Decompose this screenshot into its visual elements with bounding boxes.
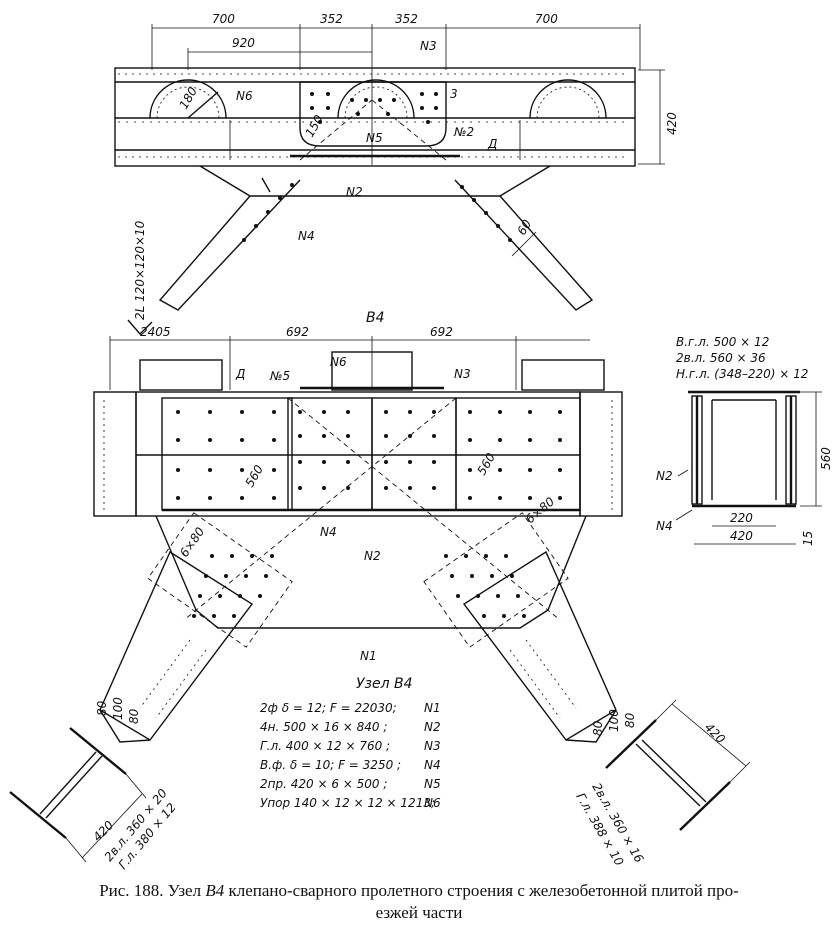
caption-line-2: езжей части [375,903,463,922]
top-side-profile: 2L 120×120×10 [133,220,147,320]
mid-label-n6: N6 [330,355,347,369]
mid-label-n2: N2 [364,549,381,563]
left-brace-section: 420 2в.л. 360 × 20 Г.л. 380 × 12 [9,727,179,872]
section-line-2: 2в.л. 560 × 36 [676,351,766,365]
top-rivet-group [310,92,438,124]
spec-table: Узел В4 2ф δ = 12; F = 22030; N1 4н. 500… [260,676,441,810]
mid-dim-100b: 100 [607,709,621,732]
spec-row-2-desc: 4н. 500 × 16 × 840 ; [260,720,387,734]
top-label-n5: N5 [366,131,383,145]
mid-label-n4: N4 [320,525,337,539]
mid-dim-80b: 80 [127,708,141,724]
top-dim-60: 60 [514,217,534,238]
section-dim-220: 220 [730,511,753,525]
top-label-n6: N6 [236,89,253,103]
section-line-3: Н.г.л. (348–220) × 12 [676,367,808,381]
section-dim-560: 560 [819,447,833,470]
node-title-b4: B4 [366,310,385,326]
engineering-drawing: 700 352 352 700 920 420 [9,12,833,872]
section-dim-15: 15 [801,531,815,546]
top-label-n4: N4 [298,229,315,243]
mid-dim-692-left: 692 [286,325,309,339]
right-brace-dim-420: 420 [702,720,728,746]
spec-row-1-mark: N1 [424,701,441,715]
spec-row-4-mark: N4 [424,758,441,772]
section-label-n4: N4 [656,519,673,533]
spec-row-4-desc: В.ф. δ = 10; F = 3250 ; [260,758,401,772]
caption-prefix: Рис. 188. Узел [99,881,206,900]
figure-caption: Рис. 188. Узел В4 клепано-сварного проле… [0,880,838,924]
section-dim-420: 420 [730,529,753,543]
top-label-3: 3 [450,87,458,101]
top-dim-700-right: 700 [535,12,558,26]
mid-label-n3: N3 [454,367,471,381]
mid-dim-100a: 100 [111,697,125,720]
mid-dim-2405: 2405 [140,325,171,339]
mid-label-no5: №5 [269,369,290,383]
mid-dim-80c: 80 [591,720,605,736]
spec-title: Узел В4 [356,676,413,692]
top-view: 700 352 352 700 920 420 [114,12,679,336]
spec-row-3-mark: N3 [424,739,441,753]
mid-label-d: Д [235,367,245,381]
mid-dim-80a: 80 [95,700,109,716]
cross-section: В.г.л. 500 × 12 2в.л. 560 × 36 Н.г.л. (3… [656,335,833,546]
brace-end-mark [127,319,153,336]
top-dim-420: 420 [665,112,679,135]
top-label-n2: N2 [346,185,363,199]
mid-rivet-group [176,410,562,500]
caption-node: В4 [205,881,225,900]
section-line-1: В.г.л. 500 × 12 [676,335,769,349]
spec-row-1-desc: 2ф δ = 12; F = 22030; [260,701,397,715]
left-brace-dim-420: 420 [90,818,116,844]
top-dim-700-left: 700 [212,12,235,26]
top-label-d: Д [487,137,497,151]
spec-row-5-desc: 2пр. 420 × 6 × 500 ; [260,777,387,791]
mid-dim-560-left: 560 [242,462,266,489]
top-radius-150: 150 [302,112,326,139]
spec-row-2-mark: N2 [424,720,441,734]
top-dim-920: 920 [232,36,255,50]
spec-row-5-mark: N5 [424,777,441,791]
top-label-n2-no: №2 [453,125,474,139]
caption-text: клепано-сварного пролетного строения с ж… [224,881,739,900]
mid-label-n1: N1 [360,649,377,663]
top-label-n3: N3 [420,39,437,53]
spec-row-6-desc: Упор 140 × 12 × 12 × 1213; [260,796,435,810]
spec-row-3-desc: Г.л. 400 × 12 × 760 ; [260,739,390,753]
top-dim-352-left: 352 [320,12,343,26]
mid-dim-692-right: 692 [430,325,453,339]
section-label-n2: N2 [656,469,673,483]
mid-dim-80d: 80 [623,712,637,728]
top-dim-352-right: 352 [395,12,418,26]
spec-row-6-mark: N6 [424,796,441,810]
